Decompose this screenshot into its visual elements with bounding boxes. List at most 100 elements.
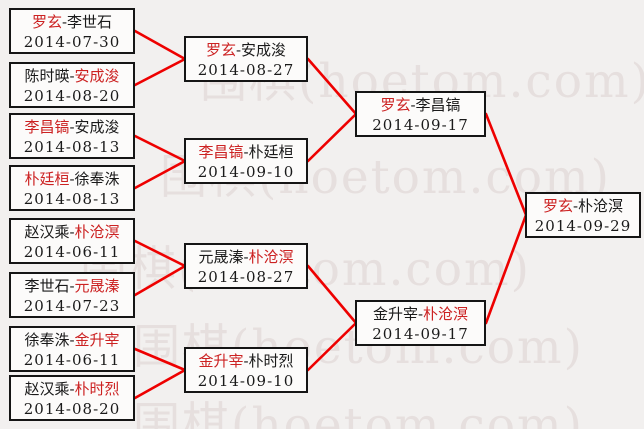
match-box-r1-8: 赵汉乘-朴时烈 2014-08-20 <box>9 375 135 421</box>
match-box-r1-4: 朴廷桓-徐奉洙 2014-08-13 <box>9 165 135 211</box>
player1-name: 徐奉洙 <box>24 331 70 349</box>
name-separator: - <box>69 331 75 349</box>
match-names: 朴廷桓-徐奉洙 <box>11 169 133 189</box>
match-box-r1-7: 徐奉洙-金升宰 2014-06-11 <box>9 326 135 372</box>
connector-line <box>306 112 358 163</box>
player1-name: 罗玄 <box>31 13 62 31</box>
match-names: 罗玄-朴沧溟 <box>527 196 639 216</box>
connector-line <box>133 264 187 297</box>
name-separator: - <box>417 305 424 323</box>
match-date: 2014-08-13 <box>23 190 121 208</box>
player2-name: 朴沧溟 <box>248 248 294 266</box>
player1-name: 罗玄 <box>205 41 236 59</box>
name-separator: - <box>69 170 75 188</box>
match-names: 金升宰-朴时烈 <box>186 351 306 371</box>
match-date: 2014-08-27 <box>197 61 295 79</box>
player2-name: 安成浚 <box>74 67 120 85</box>
player2-name: 安成浚 <box>74 118 120 136</box>
player1-name: 陈时暎 <box>24 67 70 85</box>
player1-name: 赵汉乘 <box>24 223 70 241</box>
match-date: 2014-07-30 <box>23 33 121 51</box>
connector-line <box>133 57 187 87</box>
match-date: 2014-09-17 <box>372 116 469 134</box>
name-separator: - <box>61 13 68 31</box>
player2-name: 朴廷桓 <box>248 143 294 161</box>
match-date: 2014-09-10 <box>197 163 295 181</box>
match-names: 李昌镐-安成浚 <box>11 117 133 137</box>
player2-name: 朴沧溟 <box>578 197 624 215</box>
connector-line <box>306 264 358 325</box>
match-names: 罗玄-安成浚 <box>186 40 306 60</box>
match-date: 2014-08-27 <box>197 268 295 286</box>
match-date: 2014-09-29 <box>534 217 632 235</box>
match-names: 陈时暎-安成浚 <box>11 66 133 86</box>
match-names: 李昌镐-朴廷桓 <box>186 142 306 162</box>
player1-name: 李昌镐 <box>24 118 70 136</box>
name-separator: - <box>69 223 75 241</box>
player1-name: 罗玄 <box>380 96 411 114</box>
match-date: 2014-08-20 <box>23 87 121 105</box>
player2-name: 李世石 <box>67 13 113 31</box>
connector-line <box>133 159 187 190</box>
connector-line <box>306 321 358 372</box>
match-box-r2-2: 李昌镐-朴廷桓 2014-09-10 <box>184 138 308 184</box>
name-separator: - <box>69 118 75 136</box>
player1-name: 罗玄 <box>542 197 573 215</box>
name-separator: - <box>410 96 416 114</box>
player2-name: 朴沧溟 <box>74 223 120 241</box>
match-names: 赵汉乘-朴时烈 <box>11 379 133 399</box>
player2-name: 元晟溱 <box>74 277 120 295</box>
player2-name: 朴沧溟 <box>423 305 469 323</box>
match-names: 元晟溱-朴沧溟 <box>186 247 306 267</box>
match-date: 2014-09-10 <box>197 372 295 390</box>
match-names: 李世石-元晟溱 <box>11 276 133 296</box>
match-box-r1-3: 李昌镐-安成浚 2014-08-13 <box>9 113 135 159</box>
connector-line <box>484 112 528 217</box>
connector-line <box>133 239 187 268</box>
name-separator: - <box>572 197 579 215</box>
player1-name: 赵汉乘 <box>24 380 70 398</box>
player2-name: 徐奉洙 <box>74 170 120 188</box>
match-box-r1-2: 陈时暎-安成浚 2014-08-20 <box>9 62 135 108</box>
match-names: 罗玄-李世石 <box>11 12 133 32</box>
name-separator: - <box>69 380 75 398</box>
match-date: 2014-09-17 <box>372 325 469 343</box>
player1-name: 元晟溱 <box>198 248 244 266</box>
match-names: 赵汉乘-朴沧溟 <box>11 222 133 242</box>
match-date: 2014-08-20 <box>23 400 121 418</box>
player2-name: 李昌镐 <box>415 96 461 114</box>
name-separator: - <box>69 277 75 295</box>
match-box-r2-4: 金升宰-朴时烈 2014-09-10 <box>184 347 308 393</box>
match-date: 2014-07-23 <box>23 297 121 315</box>
player1-name: 金升宰 <box>198 352 244 370</box>
player2-name: 金升宰 <box>74 331 120 349</box>
player2-name: 安成浚 <box>241 41 287 59</box>
match-box-r1-6: 李世石-元晟溱 2014-07-23 <box>9 272 135 318</box>
match-box-r1-1: 罗玄-李世石 2014-07-30 <box>9 8 135 54</box>
match-date: 2014-06-11 <box>23 243 121 261</box>
name-separator: - <box>243 248 249 266</box>
match-names: 金升宰-朴沧溟 <box>357 304 484 324</box>
match-names: 罗玄-李昌镐 <box>357 95 484 115</box>
connector-line <box>484 213 528 325</box>
match-box-sf-2: 金升宰-朴沧溟 2014-09-17 <box>355 300 486 346</box>
player2-name: 朴时烈 <box>248 352 294 370</box>
connector-line <box>133 134 187 163</box>
player1-name: 李世石 <box>24 277 70 295</box>
match-box-sf-1: 罗玄-李昌镐 2014-09-17 <box>355 91 486 137</box>
name-separator: - <box>69 67 75 85</box>
connector-line <box>133 29 187 61</box>
match-date: 2014-06-11 <box>23 351 121 369</box>
match-box-r2-3: 元晟溱-朴沧溟 2014-08-27 <box>184 243 308 289</box>
player1-name: 李昌镐 <box>198 143 244 161</box>
name-separator: - <box>243 143 249 161</box>
watermark-text: 围棋(hoetom.com) <box>133 398 584 429</box>
name-separator: - <box>235 41 242 59</box>
match-box-final: 罗玄-朴沧溟 2014-09-29 <box>525 192 641 238</box>
connector-line <box>133 347 187 372</box>
player1-name: 朴廷桓 <box>24 170 70 188</box>
name-separator: - <box>243 352 249 370</box>
match-names: 徐奉洙-金升宰 <box>11 330 133 350</box>
